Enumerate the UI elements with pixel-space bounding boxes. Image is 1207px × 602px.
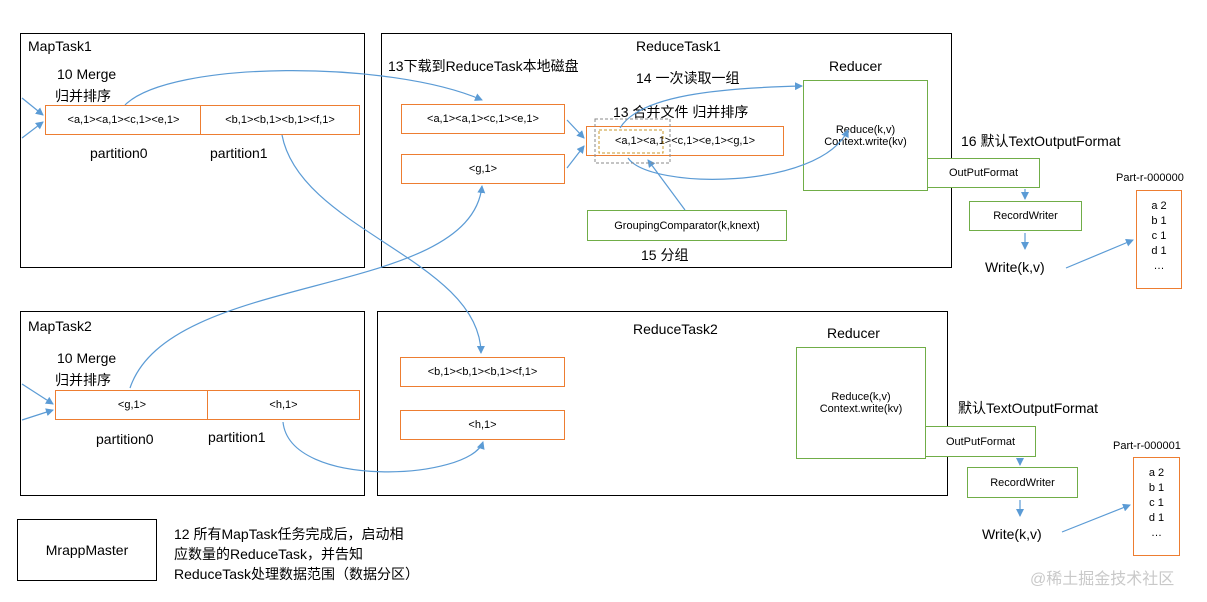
- mrappmaster-box: MrappMaster: [17, 519, 157, 581]
- reducetask1-group-label: 15 分组: [641, 247, 689, 263]
- reducer1-box: Reduce(k,v) Context.write(kv): [803, 80, 928, 191]
- reducetask1-download-label: 13下载到ReduceTask本地磁盘: [388, 58, 579, 74]
- output2-write-label: Write(k,v): [982, 526, 1042, 542]
- output1-file-line: b 1: [1151, 215, 1167, 227]
- output2-file-line: c 1: [1149, 497, 1164, 509]
- maptask1-partition1-box: <b,1><b,1><b,1><f,1>: [200, 105, 360, 135]
- maptask2-partition0-label: partition0: [96, 431, 154, 447]
- reducetask1-merge-label: 13 合并文件 归并排序: [613, 104, 749, 120]
- output2-file-line: a 2: [1148, 467, 1165, 479]
- reducetask2-file1-box: <b,1><b,1><b,1><f,1>: [400, 357, 565, 387]
- reducer1-title: Reducer: [829, 58, 882, 74]
- mrappmaster-title: MrappMaster: [45, 542, 129, 558]
- maptask1-partition1-label: partition1: [210, 145, 268, 161]
- reducetask1-file1-box: <a,1><a,1><c,1><e,1>: [401, 104, 565, 134]
- master-note-line1: 12 所有MapTask任务完成后，启动相: [174, 526, 404, 542]
- reducer2-box: Reduce(k,v) Context.write(kv): [796, 347, 926, 459]
- output2-format-label: 默认TextOutputFormat: [958, 400, 1099, 416]
- reducetask1-grouping-box: GroupingComparator(k,knext): [587, 210, 787, 241]
- reducetask2-title: ReduceTask2: [633, 321, 718, 337]
- reducer2-line2: Context.write(kv): [819, 403, 903, 415]
- master-note-line2: 应数量的ReduceTask，并告知: [174, 546, 364, 562]
- output1-file-line: …: [1153, 260, 1165, 272]
- maptask2-merge-label: 10 Merge: [57, 350, 117, 366]
- output2-file-box: a 2 b 1 c 1 d 1 …: [1133, 457, 1180, 556]
- reducetask1-read-label: 14 一次读取一组: [636, 70, 740, 86]
- maptask1-sort-label: 归并排序: [55, 88, 111, 104]
- maptask2-sort-label: 归并排序: [55, 372, 111, 388]
- maptask1-partition0-box: <a,1><a,1><c,1><e,1>: [45, 105, 202, 135]
- reducetask1-merged-box: <a,1><a,1><c,1><e,1><g,1>: [586, 126, 784, 156]
- output-arrow: [1061, 503, 1131, 533]
- reducetask1-file2-box: <g,1>: [401, 154, 565, 184]
- output1-file-line: a 2: [1151, 200, 1167, 212]
- reducer2-line1: Reduce(k,v): [831, 391, 891, 403]
- reducer1-line2: Context.write(kv): [824, 135, 907, 148]
- output1-file-line: c 1: [1151, 230, 1167, 242]
- maptask1-merge-label: 10 Merge: [57, 66, 117, 82]
- output1-file-name: Part-r-000000: [1116, 172, 1184, 184]
- output2-file-line: b 1: [1148, 482, 1165, 494]
- output1-outputformat-box: OutPutFormat: [927, 158, 1040, 188]
- output1-file-box: a 2 b 1 c 1 d 1 …: [1136, 190, 1182, 289]
- output1-format-label: 16 默认TextOutputFormat: [961, 133, 1121, 149]
- maptask1-title: MapTask1: [28, 38, 92, 54]
- output1-write-label: Write(k,v): [985, 259, 1045, 275]
- maptask2-partition1-box: <h,1>: [207, 390, 360, 420]
- output2-file-line: d 1: [1148, 512, 1165, 524]
- output2-outputformat-box: OutPutFormat: [925, 426, 1036, 457]
- output-arrow: [1065, 239, 1134, 269]
- maptask2-partition1-label: partition1: [208, 429, 266, 445]
- output2-file-line: …: [1151, 527, 1162, 539]
- reducetask1-title: ReduceTask1: [636, 38, 721, 54]
- reducetask2-file2-box: <h,1>: [400, 410, 565, 440]
- output1-file-line: d 1: [1151, 245, 1167, 257]
- reducer1-line1: Reduce(k,v): [835, 123, 896, 136]
- maptask2-partition0-box: <g,1>: [55, 390, 209, 420]
- maptask2-title: MapTask2: [28, 318, 92, 334]
- output1-recordwriter-box: RecordWriter: [969, 201, 1082, 231]
- maptask1-partition0-label: partition0: [90, 145, 148, 161]
- output2-recordwriter-box: RecordWriter: [967, 467, 1078, 498]
- master-note-line3: ReduceTask处理数据范围（数据分区）: [174, 566, 420, 582]
- reducer2-title: Reducer: [827, 325, 880, 341]
- watermark: @稀土掘金技术社区: [1030, 571, 1175, 588]
- output2-file-name: Part-r-000001: [1113, 440, 1181, 452]
